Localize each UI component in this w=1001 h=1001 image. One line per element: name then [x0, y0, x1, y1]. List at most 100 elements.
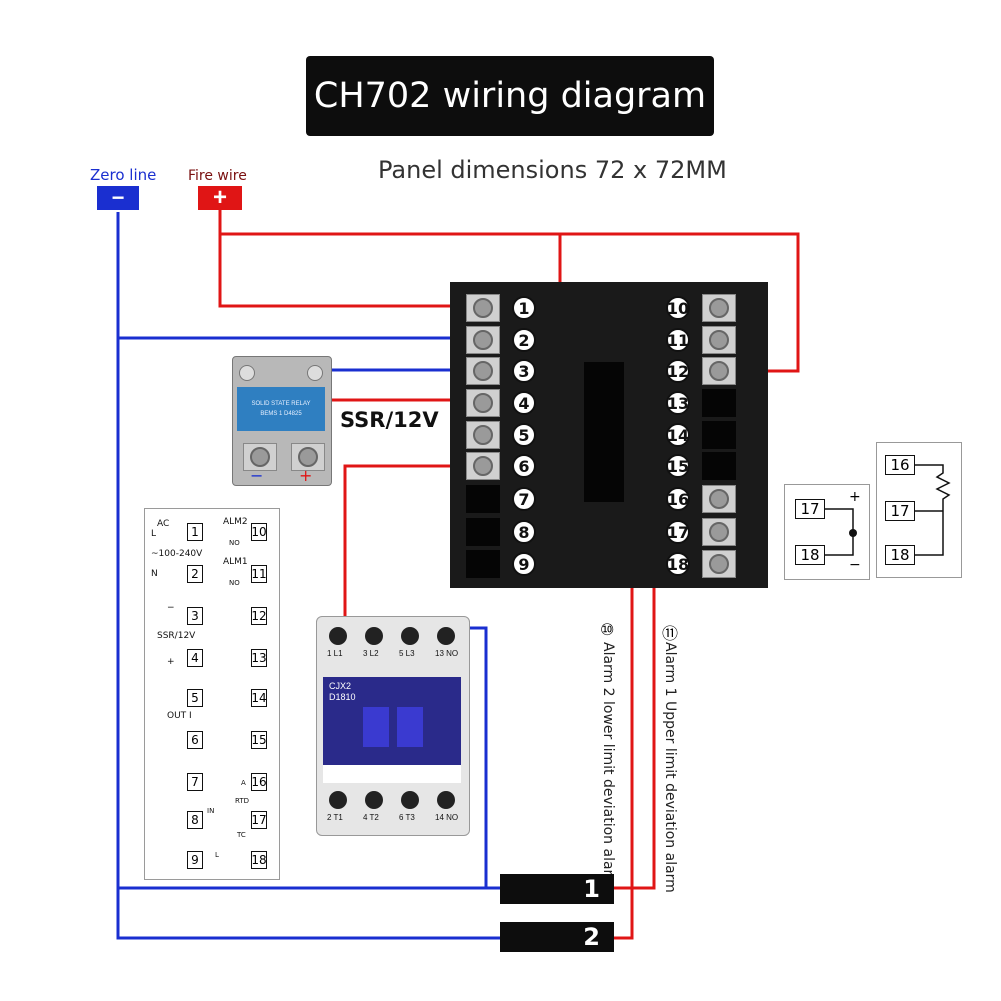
terminal-number-8: 8 — [512, 520, 536, 544]
terminal-number-4: 4 — [512, 391, 536, 415]
ref-voltage: ~100-240V — [151, 549, 203, 559]
controller-screw-terminal — [466, 294, 500, 322]
contactor-top-label: 13 NO — [435, 649, 459, 658]
ref-terminal-4: 4 — [187, 649, 203, 667]
ref-l: L — [151, 529, 157, 539]
terminal-number-13: 13 — [666, 391, 690, 415]
terminal-number-15: 15 — [666, 454, 690, 478]
terminal-number-11: 11 — [666, 328, 690, 352]
ref-terminal-18: 18 — [251, 851, 267, 869]
controller-slot — [584, 362, 624, 502]
controller-screw-terminal — [466, 452, 500, 480]
rtd-resistor-icon — [915, 464, 951, 556]
contactor-top-label: 3 L2 — [363, 649, 379, 658]
ref-in: IN — [207, 807, 215, 815]
ssr-screw-minus — [243, 443, 277, 471]
contactor-screw-icon — [329, 791, 347, 809]
controller-screw-terminal — [466, 421, 500, 449]
terminal-number-18: 18 — [666, 552, 690, 576]
terminal-number-5: 5 — [512, 423, 536, 447]
tc-terminal-18: 18 — [795, 545, 825, 565]
ssr-mount-hole-icon — [307, 365, 323, 381]
contactor-screw-icon — [401, 791, 419, 809]
terminal-number-14: 14 — [666, 423, 690, 447]
ref-terminal-10: 10 — [251, 523, 267, 541]
solid-state-relay: SOLID STATE RELAY BEMS 1 D4825 — [232, 356, 332, 486]
ssr-screw-plus — [291, 443, 325, 471]
contactor-bottom-label: 4 T2 — [363, 813, 379, 822]
terminal-number-2: 2 — [512, 328, 536, 352]
fire-wire-plus-icon: + — [198, 184, 242, 211]
terminal-number-16: 16 — [666, 487, 690, 511]
ssr-mount-hole-icon — [239, 365, 255, 381]
empty-terminal-slot — [702, 452, 736, 480]
ref-terminal-14: 14 — [251, 689, 267, 707]
terminal-number-9: 9 — [512, 552, 536, 576]
tc-minus: − — [849, 557, 861, 573]
controller-screw-terminal — [702, 518, 736, 546]
screw-head-icon — [473, 393, 493, 413]
terminal-6-to-contactor-wire — [343, 464, 478, 636]
ref-no-2: NO — [229, 539, 240, 547]
screw-head-icon — [473, 361, 493, 381]
controller-screw-terminal — [702, 550, 736, 578]
contactor-bottom-label: 2 T1 — [327, 813, 343, 822]
ssr-plus-label: + — [299, 466, 313, 485]
controller-screw-terminal — [466, 389, 500, 417]
screw-head-icon — [709, 298, 729, 318]
ref-out: OUT I — [167, 711, 192, 721]
ref-terminal-16: 16 — [251, 773, 267, 791]
terminal-number-12: 12 — [666, 359, 690, 383]
tc-wiring-icon — [825, 508, 857, 556]
ref-terminal-3: 3 — [187, 607, 203, 625]
controller-screw-terminal — [702, 294, 736, 322]
ref-a: A — [241, 779, 246, 787]
ref-terminal-17: 17 — [251, 811, 267, 829]
alarm-2-label: Alarm 2 lower limit deviation alarm — [600, 642, 616, 889]
ref-n: N — [151, 569, 158, 579]
terminal-number-6: 6 — [512, 454, 536, 478]
screw-head-icon — [709, 489, 729, 509]
ref-terminal-2: 2 — [187, 565, 203, 583]
contactor-model: D1810 — [329, 692, 356, 702]
ssr-label-plate: SOLID STATE RELAY BEMS 1 D4825 — [237, 387, 325, 431]
terminal-number-17: 17 — [666, 520, 690, 544]
ref-terminal-12: 12 — [251, 607, 267, 625]
contactor-screw-icon — [437, 791, 455, 809]
contactor-screw-icon — [437, 627, 455, 645]
controller-screw-terminal — [466, 357, 500, 385]
thermocouple-box: 17 18 + − — [784, 484, 870, 580]
ssr-voltage-label: SSR/12V — [340, 408, 439, 432]
contactor-button — [397, 707, 423, 747]
rtd-terminal-17: 17 — [885, 501, 915, 521]
panel-dimensions: Panel dimensions 72 x 72MM — [378, 156, 727, 184]
ref-terminal-7: 7 — [187, 773, 203, 791]
ssr-minus-label: − — [250, 466, 264, 485]
ref-terminal-6: 6 — [187, 731, 203, 749]
zero-wire-main — [116, 212, 508, 940]
empty-terminal-slot — [702, 421, 736, 449]
ref-terminal-13: 13 — [251, 649, 267, 667]
controller-screw-terminal — [702, 357, 736, 385]
ref-ssr: SSR/12V — [157, 631, 196, 641]
rtd-terminal-18: 18 — [885, 545, 915, 565]
screw-head-icon — [709, 522, 729, 542]
tc-terminal-17: 17 — [795, 499, 825, 519]
tc-plus: + — [849, 489, 861, 505]
contactor-bottom-label: 14 NO — [435, 813, 459, 822]
contactor-bottom-label: 6 T3 — [399, 813, 415, 822]
screw-head-icon — [473, 330, 493, 350]
diagram-title: CH702 wiring diagram — [306, 56, 714, 136]
contactor-screw-icon — [365, 791, 383, 809]
controller-screw-terminal — [702, 485, 736, 513]
ssr-face-line-1: SOLID STATE RELAY — [251, 401, 311, 407]
ref-terminal-15: 15 — [251, 731, 267, 749]
terminal-number-7: 7 — [512, 487, 536, 511]
terminal-number-10: 10 — [666, 296, 690, 320]
ref-minus: − — [167, 603, 175, 613]
ref-terminal-5: 5 — [187, 689, 203, 707]
ref-no-1: NO — [229, 579, 240, 587]
contactor-stripe — [323, 765, 461, 783]
ref-alm1: ALM1 — [223, 557, 248, 567]
